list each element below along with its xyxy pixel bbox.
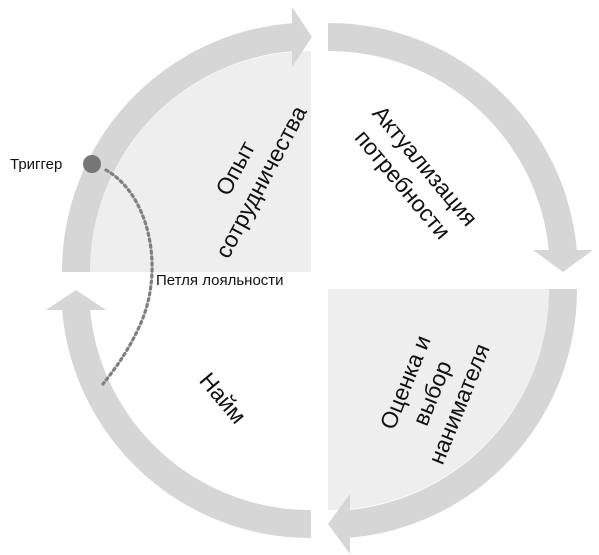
quadrant-label-top-right: Актуализацияпотребности xyxy=(345,100,483,249)
quadrant-bottom-right-fill xyxy=(328,289,549,510)
quadrant-top-left-fill xyxy=(90,51,311,272)
trigger-label: Триггер xyxy=(10,156,62,173)
quadrant-label-bottom-left: Найм xyxy=(194,367,251,428)
loyalty-loop-line xyxy=(101,168,154,386)
loyalty-loop-label: Петля лояльности xyxy=(156,272,284,289)
label-line: Найм xyxy=(194,367,251,428)
arc-arrow-bottom-right xyxy=(328,289,578,554)
trigger-dot xyxy=(83,155,101,173)
arc-arrow-bottom-left xyxy=(46,290,311,539)
arc-arrow-top-right xyxy=(328,22,593,272)
arc-arrow-top-left xyxy=(61,7,312,272)
